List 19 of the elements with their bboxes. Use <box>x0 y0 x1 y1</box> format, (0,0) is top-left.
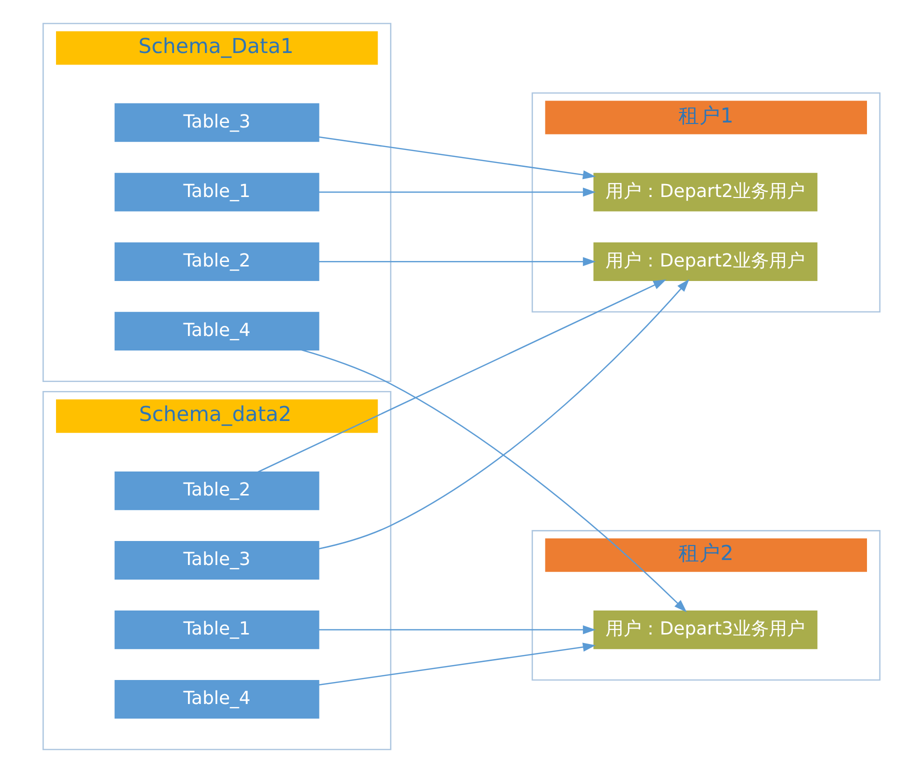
arrow <box>318 188 596 197</box>
arrow <box>318 642 596 686</box>
arrow <box>318 625 596 634</box>
node-box: Table_3 <box>114 540 319 580</box>
node-box: Table_3 <box>114 103 319 142</box>
arrow <box>318 279 689 550</box>
node-box: Table_1 <box>114 610 319 650</box>
node-box: 用户：Depart2业务用户 <box>592 172 817 212</box>
node-box: Table_2 <box>114 242 319 281</box>
node-box: Table_2 <box>114 471 319 510</box>
arrow <box>318 257 596 266</box>
node-box: Table_4 <box>114 312 319 350</box>
arrow <box>300 349 686 612</box>
node-box: 用户：Depart3业务用户 <box>592 610 817 650</box>
node-box: Table_1 <box>114 172 319 212</box>
arrow <box>318 136 596 180</box>
node-box: Table_4 <box>114 680 319 719</box>
node-box: 用户：Depart2业务用户 <box>592 242 817 281</box>
arrow <box>257 280 666 473</box>
